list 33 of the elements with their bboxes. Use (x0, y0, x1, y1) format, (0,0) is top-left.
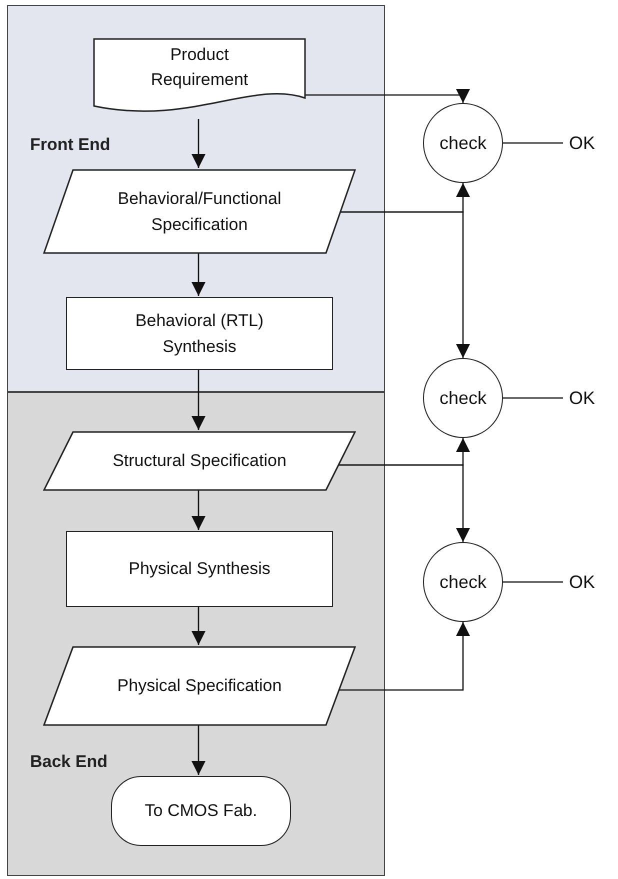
node-label: check (439, 386, 487, 410)
result-label: OK (563, 385, 607, 411)
connector-arrow (305, 89, 470, 103)
terminal-shape (111, 776, 291, 846)
connector-arrow (192, 119, 206, 168)
connector-arrow (192, 369, 206, 430)
process-box (66, 531, 333, 607)
node-label: Structural Specification (112, 451, 286, 470)
connector-arrow (192, 490, 206, 530)
node-label: Product Requirement (150, 45, 248, 89)
connector-arrow (339, 211, 470, 358)
connector-arrow (338, 464, 470, 542)
band-label: Front End (30, 134, 110, 156)
stage-band (7, 5, 385, 392)
parallelogram-shape (43, 431, 356, 491)
result-label: OK (563, 569, 607, 595)
connector-arrow (192, 725, 206, 775)
connector-arrow (192, 606, 206, 645)
node-label: Physical Specification (117, 676, 282, 695)
connector-arrow (338, 622, 470, 691)
node-label: check (439, 570, 487, 594)
band-label: Back End (30, 751, 108, 773)
node-label: check (439, 132, 487, 154)
node-label: To CMOS Fab. (144, 800, 258, 822)
node-label: Behavioral (RTL) Synthesis (135, 310, 264, 356)
connector-arrow (192, 253, 206, 296)
process-box (66, 297, 333, 370)
stage-band (7, 392, 385, 876)
parallelogram-shape (43, 169, 356, 254)
node-label: Behavioral/Functional Specification (118, 188, 282, 234)
result-label: OK (563, 130, 607, 156)
parallelogram-shape (43, 646, 356, 726)
node-label: Physical Synthesis (128, 559, 270, 578)
